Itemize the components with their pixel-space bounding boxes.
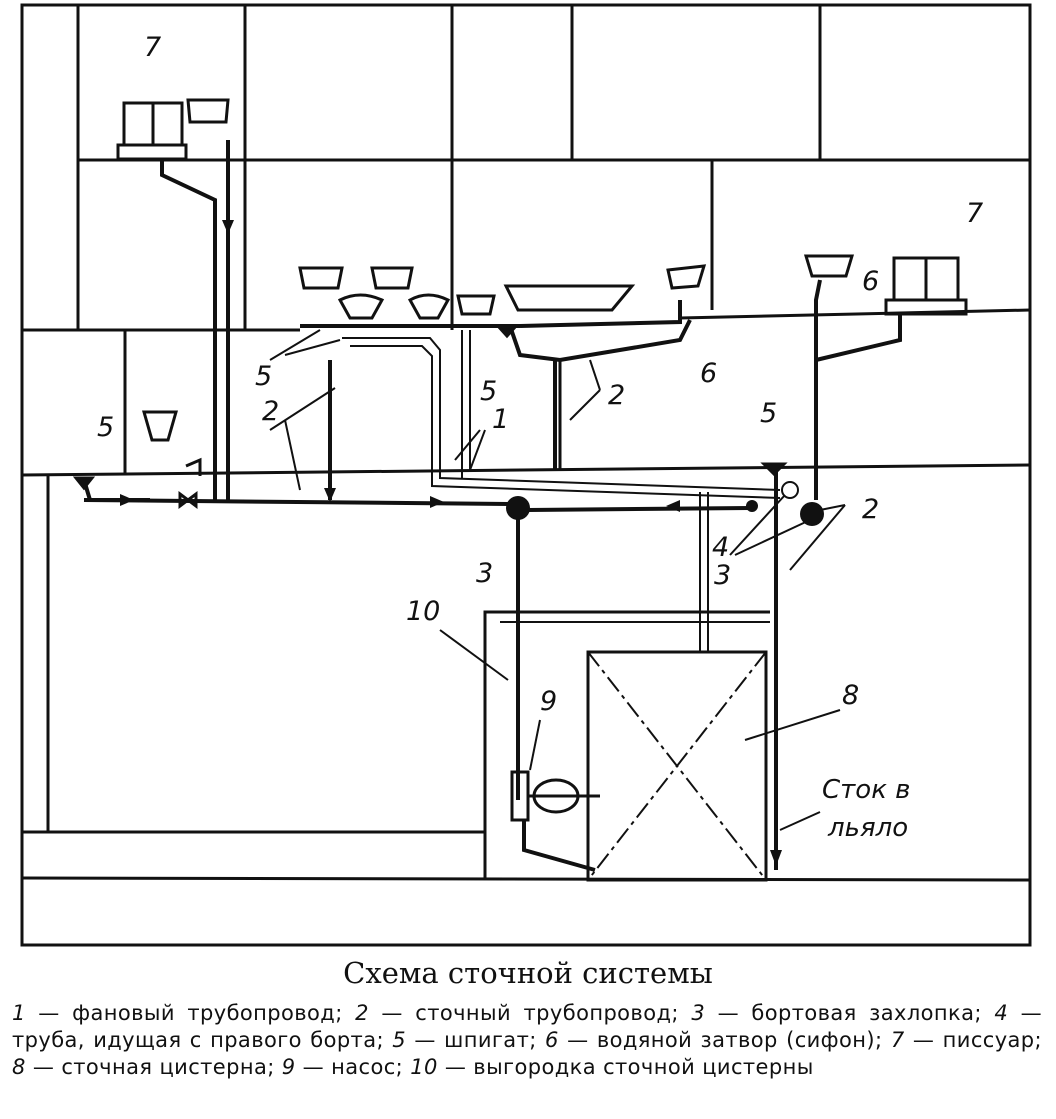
label-2-left: 2 <box>262 396 279 427</box>
legend-item-2: 2 — сточный трубопровод; <box>355 1001 679 1025</box>
label-5-far-left: 5 <box>97 412 114 443</box>
legend-item-3: 3 — бортовая захлопка; <box>691 1001 982 1025</box>
urinal-left <box>116 101 188 161</box>
legend-item-5: 5 — шпигат; <box>392 1028 537 1052</box>
label-3-center: 3 <box>476 558 493 589</box>
legend: 1 — фановый трубопровод; 2 — сточный тру… <box>12 1000 1042 1081</box>
legend-item-10: 10 — выгородка сточной цистерны <box>410 1055 814 1079</box>
sewage-pipes <box>82 140 902 872</box>
label-2-center: 2 <box>608 380 625 411</box>
label-7-left: 7 <box>144 32 161 63</box>
label-5-center: 5 <box>480 376 497 407</box>
label-2-right: 2 <box>862 494 879 525</box>
leader-lines <box>269 329 846 831</box>
pump <box>510 770 600 822</box>
legend-item-8: 8 — сточная цистерна; <box>12 1055 275 1079</box>
label-6: 6 <box>700 358 717 389</box>
legend-item-4: 4 — труба, идущая с правого борта; <box>12 1001 1042 1052</box>
legend-item-1: 1 — фановый трубопровод; <box>12 1001 343 1025</box>
label-9: 9 <box>540 686 557 717</box>
legend-item-6: 6 — водяной затвор (сифон); <box>545 1028 883 1052</box>
fixtures <box>142 98 855 442</box>
label-5-right: 5 <box>760 398 777 429</box>
legend-item-9: 9 — насос; <box>281 1055 404 1079</box>
tank-enclosure <box>483 610 770 878</box>
label-3-right: 3 <box>714 560 731 591</box>
legend-item-7: 7 — писсуар; <box>890 1028 1043 1052</box>
sewage-tank <box>586 650 768 882</box>
flap-valves <box>506 496 824 526</box>
outlet-label-line1: Сток в <box>822 775 911 805</box>
vent-pipe <box>342 330 781 652</box>
diagram-title: Схема сточной системы <box>343 956 713 990</box>
label-5-left: 5 <box>255 361 272 392</box>
outlet-label-line2: льяло <box>827 813 908 843</box>
label-7-right: 7 <box>966 198 983 229</box>
label-4: 4 <box>712 532 729 563</box>
scuppers-and-valves <box>72 324 788 509</box>
sewage-system-diagram: 7 7 6 6 2 5 2 5 1 5 5 2 3 4 3 10 8 9 Сто… <box>20 3 1032 947</box>
label-6-right: 6 <box>862 266 879 297</box>
ship-structure <box>20 3 1032 947</box>
label-1: 1 <box>492 404 509 435</box>
label-8: 8 <box>842 680 859 711</box>
flow-arrows <box>120 220 782 866</box>
urinal-right <box>884 256 968 316</box>
labels: 7 7 6 6 2 5 2 5 1 5 5 2 3 4 3 10 8 9 Сто… <box>97 32 983 843</box>
label-10: 10 <box>406 596 440 627</box>
